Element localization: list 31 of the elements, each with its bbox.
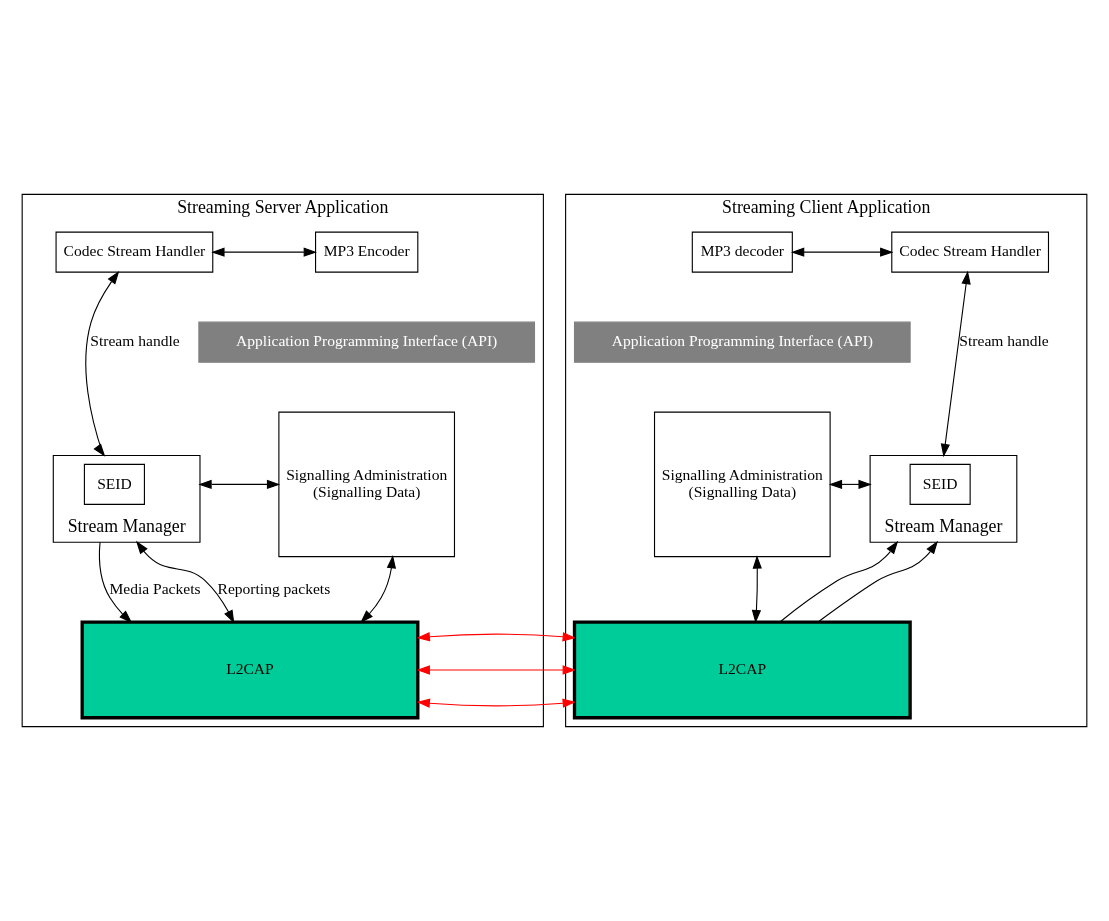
arrow (779, 540, 899, 623)
arrow (817, 540, 938, 623)
node-box: Signalling Administration (Signalling Data) (653, 411, 831, 558)
edge-label: Reporting packets (217, 579, 331, 597)
arrow (751, 555, 762, 624)
arrow (416, 632, 576, 642)
edge-label: Media Packets (109, 579, 201, 597)
arrow (211, 247, 317, 257)
arrow (198, 479, 281, 490)
node-box: MP3 decoder (691, 231, 793, 273)
node-box: Application Programming Interface (API) (573, 321, 911, 363)
arrow (416, 698, 576, 708)
node-box: Codec Stream Handler (55, 231, 214, 273)
arrow (828, 479, 872, 490)
node-box: SEID (83, 463, 145, 505)
arrow (136, 540, 235, 624)
node-box: MP3 Encoder (315, 231, 419, 273)
edge-label: Stream handle (90, 332, 180, 350)
arrow (940, 270, 971, 458)
node-box: Signalling Administration (Signalling Data) (278, 411, 456, 558)
node-box: Application Programming Interface (API) (198, 321, 536, 363)
node-box: L2CAP (572, 620, 912, 720)
node-box: L2CAP (80, 620, 420, 720)
edge-label: Stream handle (959, 332, 1049, 350)
arrow (416, 665, 576, 675)
arrow (790, 247, 894, 257)
arrow (360, 555, 397, 623)
node-box: SEID (909, 463, 971, 505)
node-box: Codec Stream Handler (891, 231, 1050, 273)
arrow (98, 541, 133, 624)
arrow (85, 270, 120, 457)
